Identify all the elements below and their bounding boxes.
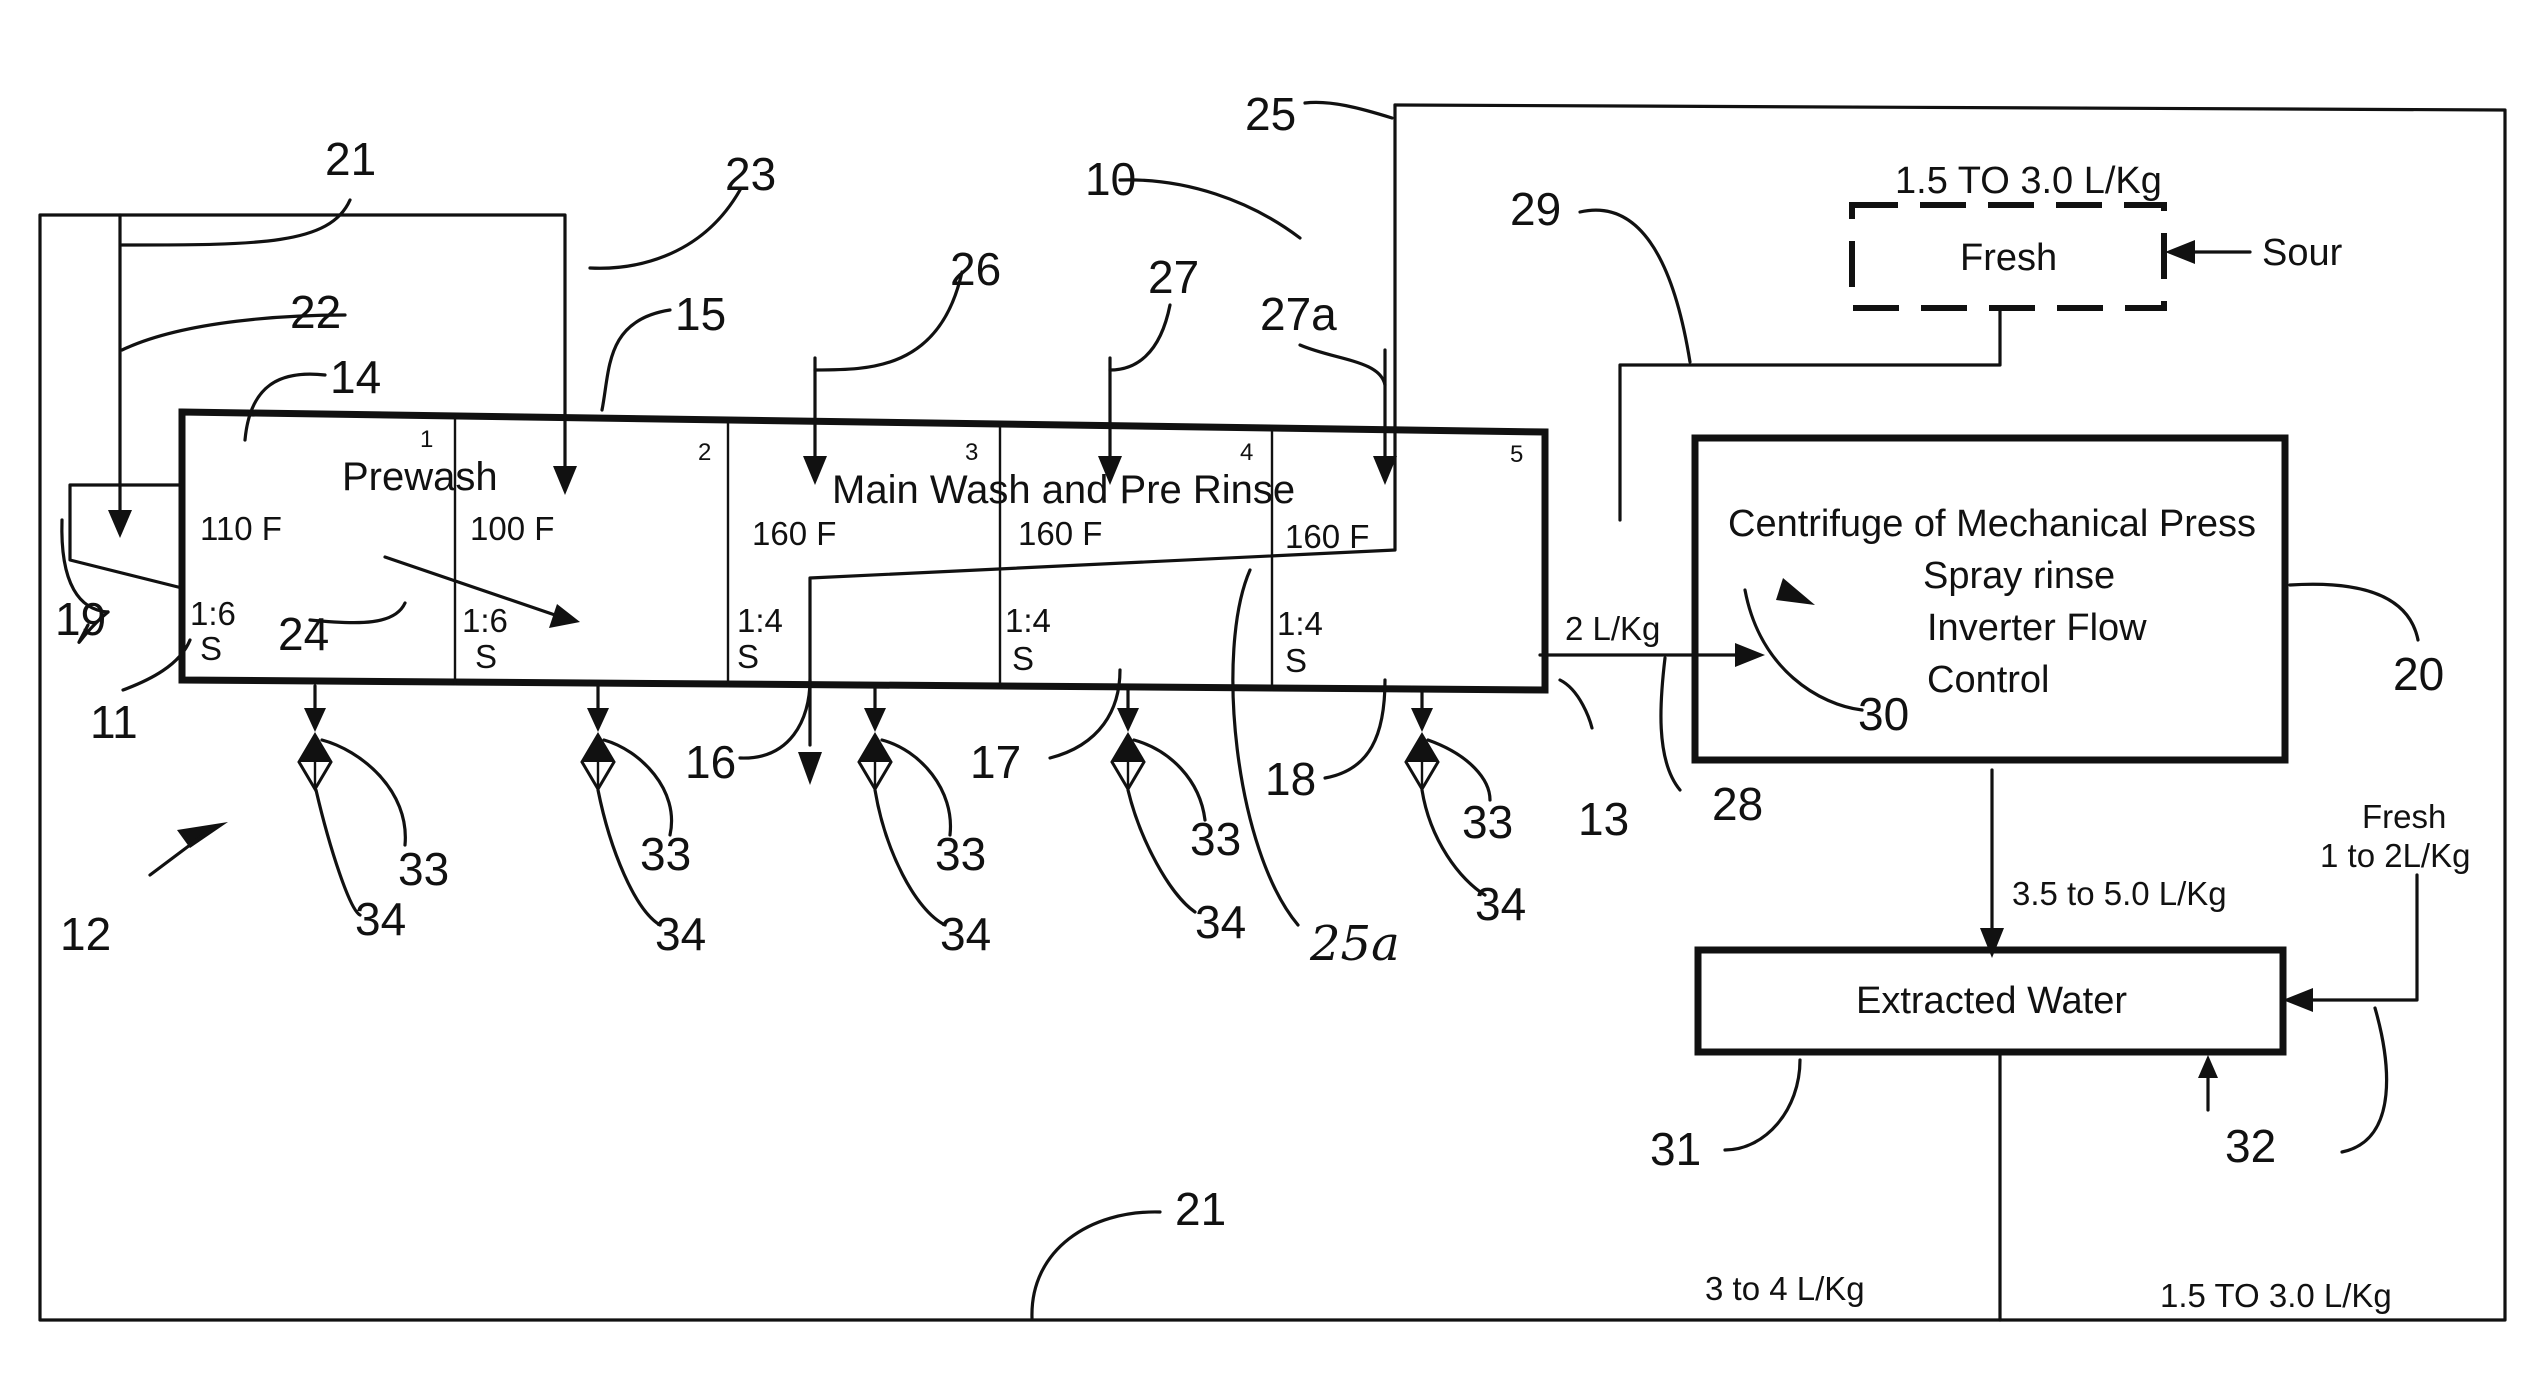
ref-24: 24 — [278, 608, 329, 660]
ref-11: 11 — [90, 696, 138, 748]
ref-26: 26 — [950, 243, 1001, 295]
fresh-add-label: Fresh — [2362, 798, 2446, 835]
module-ratio: 1:4 — [737, 602, 783, 639]
module-ratio: 1:4 — [1277, 605, 1323, 642]
ref-27a: 27a — [1260, 288, 1337, 340]
fresh-to-press-line — [1620, 310, 2000, 520]
ref-33: 33 — [640, 828, 691, 880]
leader-lines — [62, 102, 2418, 1318]
fresh-add-rate: 1 to 2L/Kg — [2320, 837, 2470, 874]
fresh-box-label: Fresh — [1960, 237, 2057, 279]
module-number: 5 — [1510, 441, 1523, 468]
module-ratio: 1:4 — [1005, 602, 1051, 639]
press-in-rate: 2 L/Kg — [1565, 610, 1660, 647]
ref-21-top: 21 — [325, 133, 376, 185]
module-ratio: 1:6 — [462, 602, 508, 639]
fresh-box-rate: 1.5 TO 3.0 L/Kg — [1895, 160, 2162, 202]
press-out-rate: 3.5 to 5.0 L/Kg — [2012, 875, 2227, 912]
module-stage: S — [200, 630, 222, 667]
main-wash-label: Main Wash and Pre Rinse — [832, 468, 1295, 512]
module-temp: 100 F — [470, 510, 554, 547]
drain-valve — [1406, 690, 1438, 789]
module-number: 4 — [1240, 439, 1253, 466]
ref-34: 34 — [655, 908, 706, 960]
ref-18: 18 — [1265, 753, 1316, 805]
module-number: 2 — [698, 439, 711, 466]
module-ratio: 1:6 — [190, 595, 236, 632]
ref-22: 22 — [290, 286, 341, 338]
ref-25a: 25a — [1309, 916, 1400, 972]
ref-19: 19 — [55, 593, 106, 645]
ref-31: 31 — [1650, 1123, 1701, 1175]
press-line-4: Control — [1927, 659, 2050, 701]
right-frame — [1395, 105, 2505, 1320]
ref-33: 33 — [1462, 796, 1513, 848]
ref-16: 16 — [685, 736, 736, 788]
ref-32: 32 — [2225, 1120, 2276, 1172]
module-stage: S — [475, 638, 497, 675]
module-5: 5 160 F 1:4 S — [1277, 441, 1523, 679]
ref-33: 33 — [398, 843, 449, 895]
ref-13: 13 — [1578, 793, 1629, 845]
ref-30: 30 — [1858, 688, 1909, 740]
ref-25: 25 — [1245, 88, 1296, 140]
fresh-add-line — [2300, 875, 2417, 1000]
drain-valve — [299, 686, 331, 789]
press-line-2: Spray rinse — [1923, 555, 2115, 597]
ref-17: 17 — [970, 736, 1021, 788]
module-temp: 160 F — [1018, 515, 1102, 552]
ref-34: 34 — [1195, 896, 1246, 948]
drain-valve — [1112, 689, 1144, 789]
ref-15: 15 — [675, 288, 726, 340]
ref-10: 10 — [1085, 153, 1136, 205]
ref-20: 20 — [2393, 648, 2444, 700]
module-stage: S — [1012, 640, 1034, 677]
extracted-water-label: Extracted Water — [1856, 980, 2127, 1022]
ref-34: 34 — [940, 908, 991, 960]
module-temp: 110 F — [200, 510, 282, 547]
press-line-1: Centrifuge of Mechanical Press — [1728, 503, 2256, 545]
ref-33: 33 — [1190, 813, 1241, 865]
return-right-rate: 1.5 TO 3.0 L/Kg — [2160, 1277, 2392, 1314]
reference-numbers: 21 22 23 14 15 26 27 27a 25 10 29 19 24 … — [55, 88, 2444, 1235]
module-number: 1 — [420, 426, 433, 453]
module-number: 3 — [965, 439, 978, 466]
module-temp: 160 F — [1285, 518, 1369, 555]
inlet-chute-19 — [70, 485, 182, 588]
module-stage: S — [1285, 642, 1307, 679]
ref-27: 27 — [1148, 251, 1199, 303]
ref-34: 34 — [355, 893, 406, 945]
arrow-12-shaft — [150, 830, 210, 875]
module-stage: S — [737, 638, 759, 675]
module-dividers — [455, 416, 1272, 689]
ref-12: 12 — [60, 908, 111, 960]
module-2: 2 100 F 1:6 S — [462, 439, 711, 675]
ref-33: 33 — [935, 828, 986, 880]
ref-14: 14 — [330, 351, 381, 403]
drain-valve — [859, 688, 891, 789]
ref-21-bottom: 21 — [1175, 1183, 1226, 1235]
press-line-3: Inverter Flow — [1927, 607, 2147, 649]
prewash-label: Prewash — [342, 455, 498, 499]
module-temp: 160 F — [752, 515, 836, 552]
ref-34: 34 — [1475, 878, 1526, 930]
drain-valve — [582, 686, 614, 789]
sour-label: Sour — [2262, 232, 2343, 274]
ref-28: 28 — [1712, 778, 1763, 830]
ref-29: 29 — [1510, 183, 1561, 235]
return-left-rate: 3 to 4 L/Kg — [1705, 1270, 1865, 1307]
ref-23: 23 — [725, 148, 776, 200]
